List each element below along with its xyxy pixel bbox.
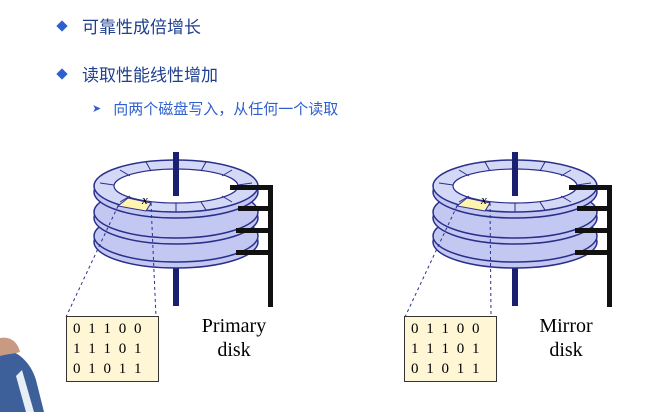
sector-lines (99, 160, 253, 212)
highlighted-sector (116, 197, 152, 212)
primary-bits-box: 0 1 1 0 0 1 1 1 0 1 0 1 0 1 1 (66, 316, 159, 382)
spindle (512, 240, 518, 306)
mirror-disk-label: Mirror disk (539, 315, 593, 361)
bullet-reliability: 可靠性成倍增长 (56, 13, 201, 38)
sector-label-x: x (480, 192, 487, 207)
highlighted-sector (455, 197, 491, 212)
spindle (173, 240, 179, 306)
bits-row: 0 1 0 1 1 (73, 361, 144, 377)
disk-arm-assembly (230, 185, 273, 307)
bullet-text: 读取性能线性增加 (82, 66, 218, 86)
bits-row: 0 1 1 0 0 (411, 321, 482, 337)
sub-bullet-write-read: ➤ 向两个磁盘写入，从任何一个读取 (92, 98, 338, 119)
presenter-silhouette (0, 337, 44, 412)
primary-disk-label: Primary disk (201, 315, 267, 361)
chevron-right-icon: ➤ (92, 102, 102, 115)
bits-row: 1 1 1 0 1 (73, 341, 144, 357)
bullet-text: 可靠性成倍增长 (82, 18, 201, 38)
bits-row: 0 1 0 1 1 (411, 361, 482, 377)
disk-arm-assembly (569, 185, 612, 307)
bits-row: 0 1 1 0 0 (73, 321, 144, 337)
bits-row: 1 1 1 0 1 (411, 341, 482, 357)
sector-lines (438, 160, 592, 212)
bullet-read-performance: 读取性能线性增加 (56, 61, 218, 86)
primary-disk-stack (65, 152, 273, 318)
mirror-disk-stack (404, 152, 612, 318)
sector-label-x: x (141, 192, 148, 207)
mirror-bits-box: 0 1 1 0 0 1 1 1 0 1 0 1 0 1 1 (404, 316, 497, 382)
sub-bullet-text: 向两个磁盘写入，从任何一个读取 (113, 100, 339, 118)
